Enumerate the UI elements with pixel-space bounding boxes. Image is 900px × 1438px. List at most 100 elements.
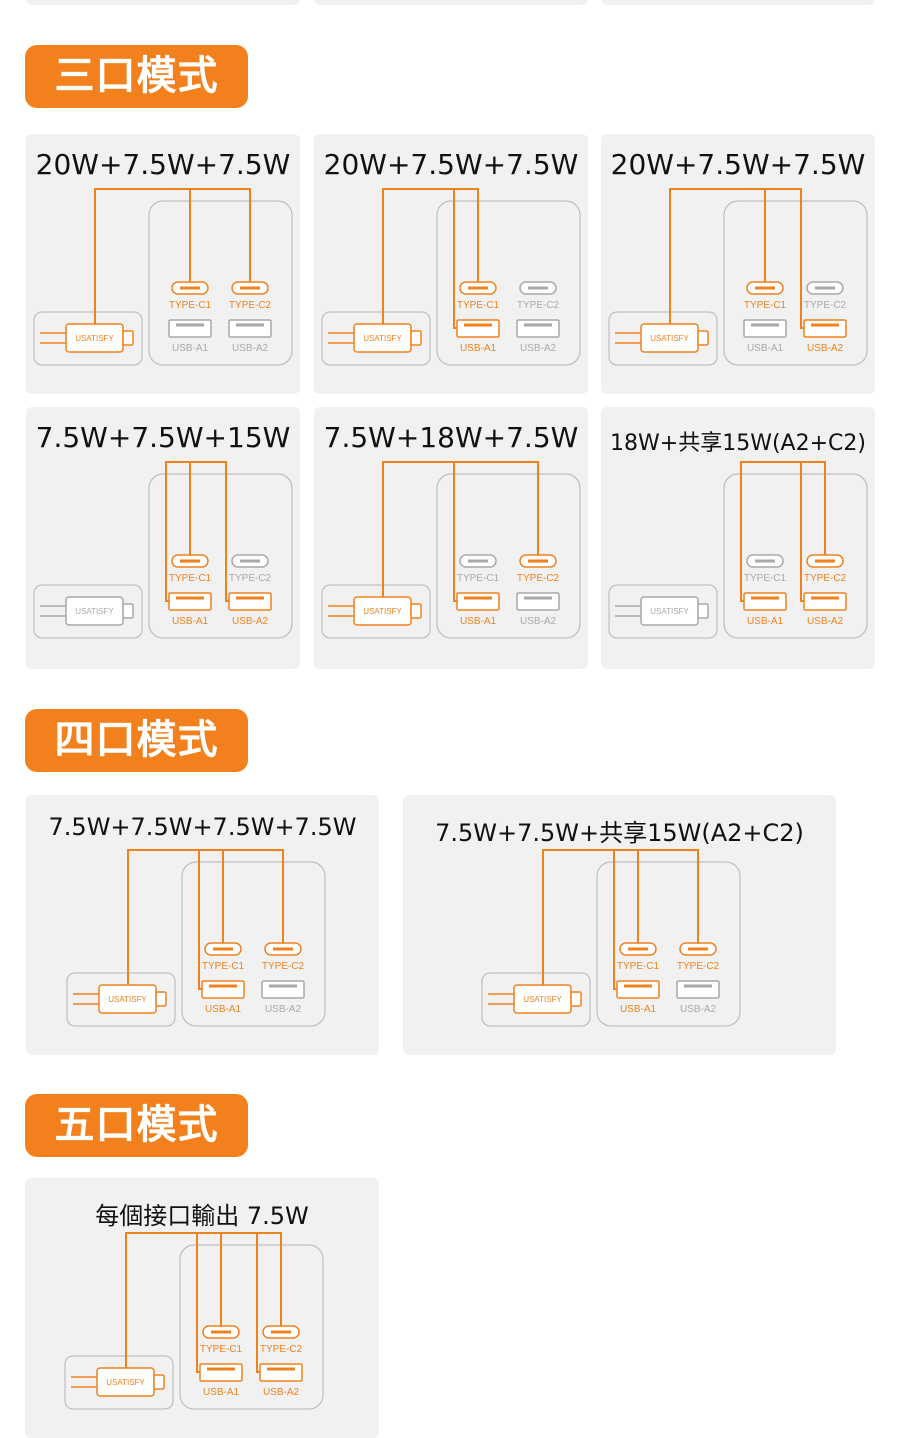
charger-hub-outline xyxy=(148,200,293,366)
usb-a-port-icon xyxy=(516,592,560,611)
charger-hub-outline xyxy=(179,1244,324,1410)
cable-box-outline xyxy=(608,311,718,366)
charger-hub-outline xyxy=(723,473,868,639)
usb-plug-tip xyxy=(153,1374,165,1390)
card-title: 每個接口輸出 7.5W xyxy=(95,1202,309,1230)
wire-a1 xyxy=(165,462,169,602)
charger-hub-outline xyxy=(148,473,293,639)
cable-box-outline xyxy=(33,311,143,366)
port-label: TYPE-C1 xyxy=(200,1344,243,1355)
port-label: USB-A1 xyxy=(620,1004,657,1015)
brand-logo: USATISFY xyxy=(75,334,114,343)
usb-a-port-icon xyxy=(616,980,660,999)
port-label: TYPE-C1 xyxy=(169,573,212,584)
port-label: USB-A1 xyxy=(205,1004,242,1015)
port-label: USB-A2 xyxy=(807,616,844,627)
cable-box-outline xyxy=(481,972,591,1027)
usb-a-port-icon xyxy=(228,319,272,338)
port-label: TYPE-C2 xyxy=(229,300,272,311)
port-label: TYPE-C2 xyxy=(517,573,560,584)
port-label: TYPE-C2 xyxy=(804,300,847,311)
cable-box-outline xyxy=(321,584,431,639)
wire-a2 xyxy=(800,462,804,602)
brand-logo: USATISFY xyxy=(106,1378,145,1387)
usb-a-port-icon xyxy=(199,1363,243,1382)
port-label: USB-A2 xyxy=(807,343,844,354)
port-label: TYPE-C2 xyxy=(677,961,720,972)
port-label: USB-A2 xyxy=(520,616,557,627)
wire-a1 xyxy=(453,189,457,329)
usb-a-port-icon xyxy=(259,1363,303,1382)
usb-a-port-icon xyxy=(743,592,787,611)
usb-a-port-icon xyxy=(261,980,305,999)
port-label: USB-A2 xyxy=(232,616,269,627)
previous-card xyxy=(26,0,300,5)
card-title: 7.5W+7.5W+共享15W(A2+C2) xyxy=(435,819,804,847)
port-label: USB-A1 xyxy=(203,1387,240,1398)
port-label: USB-A2 xyxy=(265,1004,302,1015)
port-label: TYPE-C2 xyxy=(517,300,560,311)
brand-logo: USATISFY xyxy=(363,334,402,343)
section-badge-four-port: 四口模式 xyxy=(25,709,248,772)
card-title: 20W+7.5W+7.5W xyxy=(323,148,579,181)
brand-logo: USATISFY xyxy=(75,607,114,616)
port-label: TYPE-C1 xyxy=(744,573,787,584)
usb-a-port-icon xyxy=(456,319,500,338)
port-label: TYPE-C1 xyxy=(202,961,245,972)
cable-box-outline xyxy=(33,584,143,639)
previous-card xyxy=(601,0,875,5)
wire-a1 xyxy=(453,462,457,602)
previous-card xyxy=(314,0,588,5)
wire-a2 xyxy=(225,462,229,602)
port-label: TYPE-C1 xyxy=(617,961,660,972)
brand-logo: USATISFY xyxy=(650,607,689,616)
port-label: USB-A2 xyxy=(680,1004,717,1015)
port-label: TYPE-C2 xyxy=(262,961,305,972)
usb-plug-tip xyxy=(697,603,709,619)
cable-box-outline xyxy=(321,311,431,366)
brand-logo: USATISFY xyxy=(363,607,402,616)
port-label: TYPE-C2 xyxy=(229,573,272,584)
wire-a1 xyxy=(613,850,617,990)
usb-a-port-icon xyxy=(743,319,787,338)
port-label: USB-A1 xyxy=(747,343,784,354)
usb-plug-tip xyxy=(122,603,134,619)
port-label: USB-A1 xyxy=(172,343,209,354)
port-label: USB-A2 xyxy=(520,343,557,354)
charger-hub-outline xyxy=(436,473,581,639)
usb-plug-tip xyxy=(410,330,422,346)
usb-plug-tip xyxy=(697,330,709,346)
brand-logo: USATISFY xyxy=(523,995,562,1004)
usb-plug-tip xyxy=(155,991,167,1007)
port-label: TYPE-C1 xyxy=(169,300,212,311)
port-label: USB-A2 xyxy=(263,1387,300,1398)
port-label: TYPE-C1 xyxy=(744,300,787,311)
wire-a1 xyxy=(740,462,744,602)
card-title: 7.5W+7.5W+7.5W+7.5W xyxy=(48,813,357,841)
port-label: USB-A2 xyxy=(232,343,269,354)
usb-a-port-icon xyxy=(168,592,212,611)
port-label: USB-A1 xyxy=(747,616,784,627)
card-title: 20W+7.5W+7.5W xyxy=(610,148,866,181)
usb-plug-tip xyxy=(410,603,422,619)
charger-hub-outline xyxy=(436,200,581,366)
charger-hub-outline xyxy=(596,861,741,1027)
port-label: TYPE-C1 xyxy=(457,573,500,584)
port-label: USB-A1 xyxy=(172,616,209,627)
usb-a-port-icon xyxy=(228,592,272,611)
usb-a-port-icon xyxy=(803,319,847,338)
